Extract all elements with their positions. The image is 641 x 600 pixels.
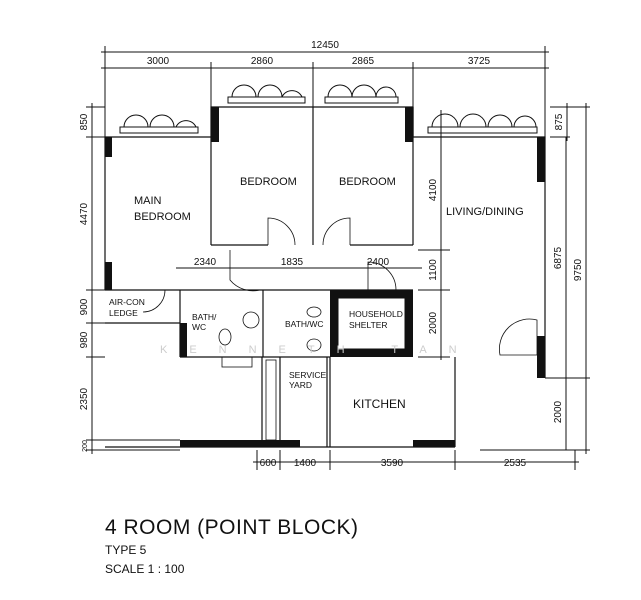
dim-right: 2000 <box>553 400 564 423</box>
dim-right: 9750 <box>573 258 584 281</box>
dim-bottom: 2535 <box>504 458 527 469</box>
dim-middle: 1835 <box>281 257 304 268</box>
dim-middle: 2340 <box>194 257 217 268</box>
dim-bottom: 3590 <box>381 458 404 469</box>
shelter-interior <box>337 297 406 350</box>
dim-top: 3000 <box>147 56 170 67</box>
dim-inner-right: 1100 <box>428 259 439 281</box>
dim-inner-right: 4100 <box>428 178 439 201</box>
label-kitchen: KITCHEN <box>353 397 406 411</box>
label-bedroom: BEDROOM <box>339 176 396 188</box>
label-bath-wc: BATH/WC <box>285 319 324 329</box>
dim-inner-right: 2000 <box>428 311 439 334</box>
label-bath-wc: BATH/ <box>192 312 217 322</box>
dim-right: 875 <box>554 113 565 130</box>
dim-left: 200 <box>82 440 89 452</box>
dim-left: 2350 <box>79 387 90 410</box>
dim-middle: 2400 <box>367 257 390 268</box>
label-aircon-ledge: LEDGE <box>109 308 138 318</box>
plan-title: 4 ROOM (POINT BLOCK) <box>105 516 359 539</box>
label-main-bedroom: BEDROOM <box>134 211 191 223</box>
label-service-yard: YARD <box>289 380 312 390</box>
label-bedroom: BEDROOM <box>240 176 297 188</box>
dim-top: 2860 <box>251 56 274 67</box>
watermark: KENNETH TAN <box>160 344 479 356</box>
dim-bottom: 600 <box>260 458 277 469</box>
dim-total-width: 12450 <box>311 40 339 51</box>
small-room-labels: AIR-CON LEDGE BATH/ WC BATH/WC HOUSEHOLD… <box>109 297 403 390</box>
dim-left: 900 <box>79 298 90 315</box>
plan-scale: SCALE 1 : 100 <box>105 562 185 576</box>
doors <box>142 217 538 441</box>
label-household-shelter: HOUSEHOLD <box>349 309 403 319</box>
solid-walls <box>105 107 545 447</box>
plan-type: TYPE 5 <box>105 543 147 557</box>
label-household-shelter: SHELTER <box>349 320 388 330</box>
dim-left: 980 <box>79 331 90 348</box>
label-main-bedroom: MAIN <box>134 195 162 207</box>
label-living-dining: LIVING/DINING <box>446 206 524 218</box>
dim-right: 6875 <box>553 246 564 269</box>
room-labels: MAIN BEDROOM BEDROOM BEDROOM LIVING/DINI… <box>134 176 524 411</box>
dimension-lines <box>86 46 590 470</box>
dim-top: 3725 <box>468 56 491 67</box>
label-aircon-ledge: AIR-CON <box>109 297 145 307</box>
windows <box>119 84 538 134</box>
dim-left: 850 <box>79 113 90 130</box>
dim-top: 2865 <box>352 56 375 67</box>
label-service-yard: SERVICE <box>289 370 326 380</box>
dim-left: 4470 <box>79 202 90 225</box>
dimension-labels: 12450 3000 2860 2865 3725 850 4470 900 9… <box>79 40 584 469</box>
walls <box>104 106 546 448</box>
dim-bottom: 1400 <box>294 458 317 469</box>
label-bath-wc: WC <box>192 322 206 332</box>
